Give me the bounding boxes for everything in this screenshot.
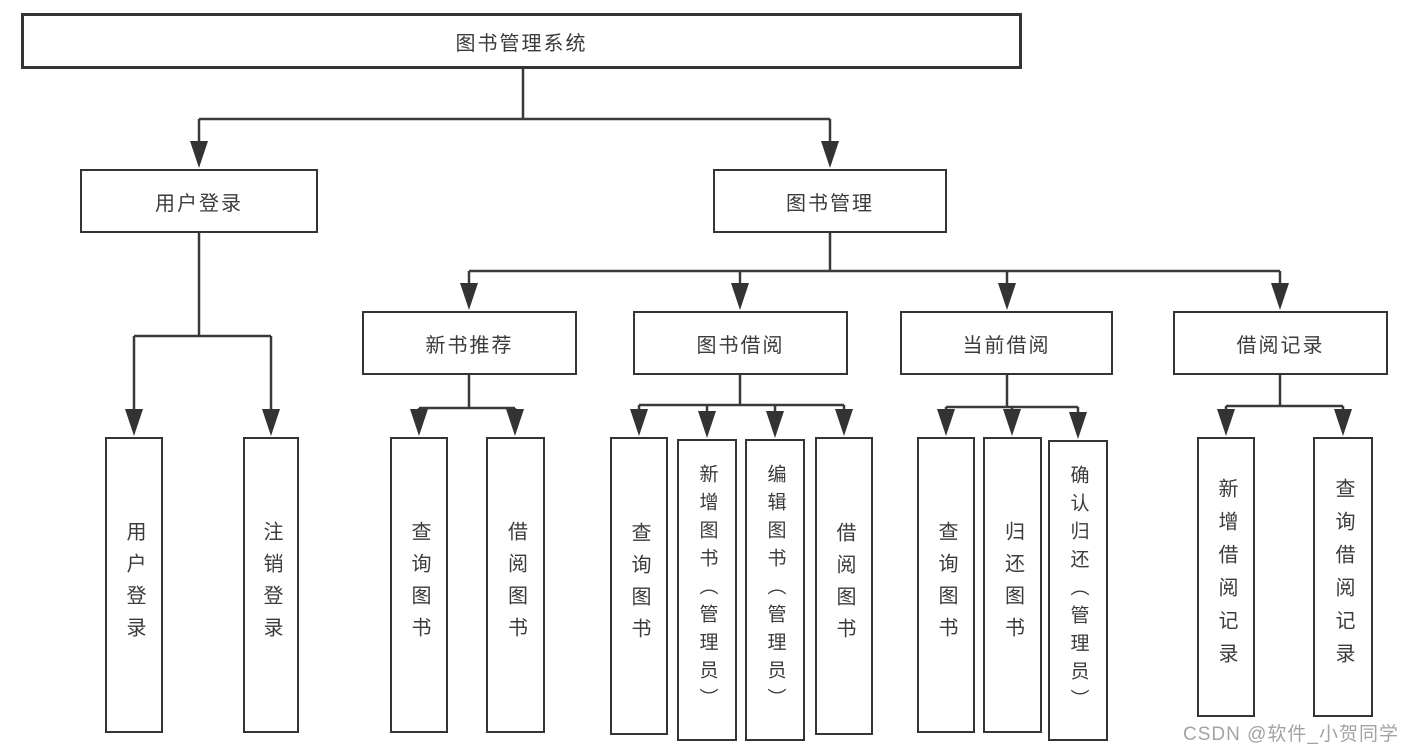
node-edit-books-admin-label: 编辑图书（管理员） (764, 464, 786, 716)
node-newbooks-query-books-label: 查询图书 (408, 521, 430, 649)
node-user-login: 用户登录 (105, 437, 163, 733)
node-add-borrow-record-label: 新增借阅记录 (1215, 478, 1237, 676)
node-book-management-module: 图书管理 (713, 169, 947, 233)
csdn-watermark: CSDN @软件_小贺同学 (1183, 724, 1399, 745)
node-current-query-books: 查询图书 (917, 437, 975, 733)
node-query-borrow-record-label: 查询借阅记录 (1332, 478, 1354, 676)
node-logout: 注销登录 (243, 437, 299, 733)
node-user-login-module: 用户登录 (80, 169, 318, 233)
node-edit-books-admin: 编辑图书（管理员） (745, 439, 805, 741)
node-add-borrow-record: 新增借阅记录 (1197, 437, 1255, 717)
node-return-books-label: 归还图书 (1001, 521, 1024, 649)
node-borrowing-query-books: 查询图书 (610, 437, 668, 735)
node-confirm-return-admin: 确认归还（管理员） (1048, 440, 1108, 741)
node-user-login-label: 用户登录 (123, 521, 145, 649)
node-current-borrowing: 当前借阅 (900, 311, 1113, 375)
node-borrowing-borrow-books-label: 借阅图书 (833, 522, 855, 650)
node-new-book-recommendation: 新书推荐 (362, 311, 577, 375)
node-current-borrowing-label: 当前借阅 (962, 334, 1051, 357)
node-newbooks-borrow-books-label: 借阅图书 (504, 521, 527, 649)
node-new-book-recommendation-label: 新书推荐 (425, 334, 514, 357)
node-book-borrowing: 图书借阅 (633, 311, 848, 375)
node-confirm-return-admin-label: 确认归还（管理员） (1067, 464, 1089, 717)
node-root-system-label: 图书管理系统 (455, 32, 588, 55)
node-root-system: 图书管理系统 (21, 13, 1022, 69)
node-query-borrow-record: 查询借阅记录 (1313, 437, 1373, 717)
node-borrowing-query-books-label: 查询图书 (628, 522, 650, 650)
node-user-login-module-label: 用户登录 (155, 192, 243, 215)
node-logout-label: 注销登录 (260, 521, 282, 649)
node-newbooks-borrow-books: 借阅图书 (486, 437, 545, 733)
node-borrowing-records: 借阅记录 (1173, 311, 1388, 375)
node-book-borrowing-label: 图书借阅 (696, 334, 785, 357)
node-borrowing-borrow-books: 借阅图书 (815, 437, 873, 735)
node-current-query-books-label: 查询图书 (935, 521, 957, 649)
node-newbooks-query-books: 查询图书 (390, 437, 448, 733)
node-add-books-admin: 新增图书（管理员） (677, 439, 737, 741)
node-book-management-module-label: 图书管理 (786, 192, 874, 215)
node-return-books: 归还图书 (983, 437, 1042, 733)
node-add-books-admin-label: 新增图书（管理员） (696, 464, 718, 716)
node-borrowing-records-label: 借阅记录 (1236, 334, 1325, 357)
